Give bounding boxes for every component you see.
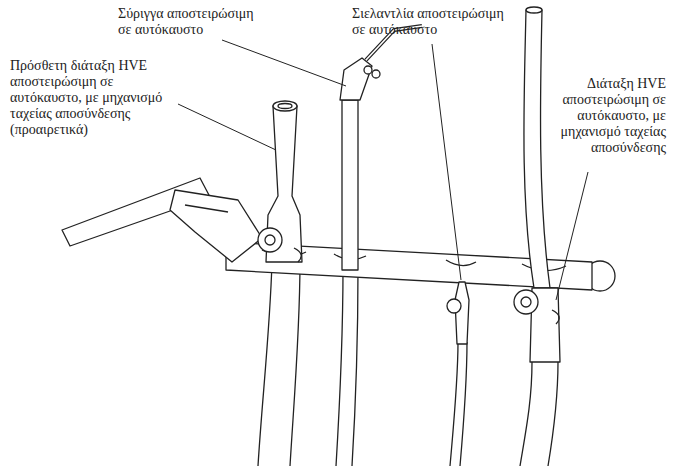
syringe-body [342, 100, 358, 270]
saliva-ejector [455, 282, 469, 344]
callout-label: Πρόσθετη διάταξη HVE αποστειρώσιμη σε αυ… [10, 58, 178, 138]
callout-label: Σύριγγα αποστειρώσιμη σε αυτόκαυστο [118, 6, 268, 38]
valve-knob [514, 290, 538, 314]
hoses [258, 262, 558, 466]
ejector-knob [447, 299, 461, 313]
syringe-head [340, 58, 372, 100]
valve-knob [258, 228, 282, 252]
hve-tube-right [524, 10, 550, 288]
leader-lines [178, 40, 588, 300]
callout-label: Σιελαντλία αποστειρώσιμη σε αυτόκαυστο [352, 6, 520, 38]
callout-label: Διάταξη HVE αποστειρώσιμη σε αυτόκαυστο,… [538, 76, 666, 156]
extra-hve-sleeve [170, 190, 262, 262]
hve-opening [273, 101, 297, 111]
hve-handpiece-left [266, 106, 302, 262]
holder-slots [262, 250, 566, 271]
